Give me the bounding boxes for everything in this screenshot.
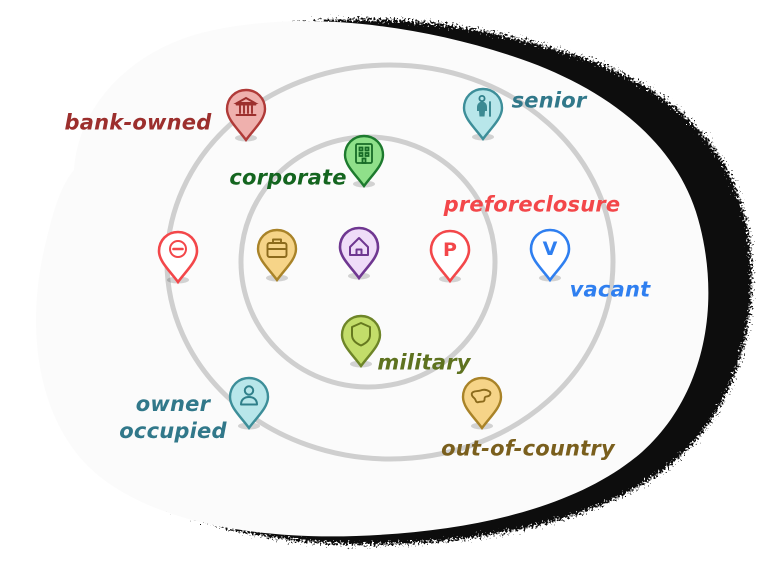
pin-minus[interactable] bbox=[156, 230, 200, 286]
label-bank-owned: bank-owned bbox=[64, 110, 212, 135]
label-preforeclosure: preforeclosure bbox=[443, 192, 621, 217]
shield-icon bbox=[351, 322, 371, 347]
elderly-person-icon bbox=[477, 94, 491, 117]
briefcase-icon bbox=[266, 238, 288, 258]
pin-senior[interactable] bbox=[461, 87, 505, 143]
label-owner-occupied: owner occupied bbox=[119, 392, 227, 443]
pin-military[interactable] bbox=[339, 314, 383, 370]
pin-briefcase[interactable] bbox=[255, 228, 299, 284]
pin-owner-occupied[interactable] bbox=[227, 376, 271, 432]
bank-icon bbox=[233, 96, 259, 116]
label-military: military bbox=[377, 350, 471, 375]
letter-v-icon: V bbox=[543, 238, 558, 260]
country-map-icon bbox=[470, 388, 492, 404]
label-corporate: corporate bbox=[229, 165, 347, 190]
letter-p-icon: P bbox=[443, 239, 457, 261]
person-icon bbox=[240, 385, 258, 406]
office-building-icon bbox=[355, 143, 373, 164]
pin-vacant[interactable]: V bbox=[528, 228, 572, 284]
pin-bank-owned[interactable] bbox=[224, 88, 268, 144]
pin-out-of-country[interactable] bbox=[460, 376, 504, 432]
label-out-of-country: out-of-country bbox=[441, 436, 615, 461]
pin-home[interactable] bbox=[337, 226, 381, 282]
pin-preforeclosure[interactable]: P bbox=[428, 229, 472, 285]
home-icon bbox=[349, 237, 369, 256]
minus-circle-icon bbox=[169, 240, 187, 258]
label-senior: senior bbox=[511, 88, 587, 113]
label-vacant: vacant bbox=[569, 277, 651, 302]
pin-corporate[interactable] bbox=[342, 134, 386, 190]
